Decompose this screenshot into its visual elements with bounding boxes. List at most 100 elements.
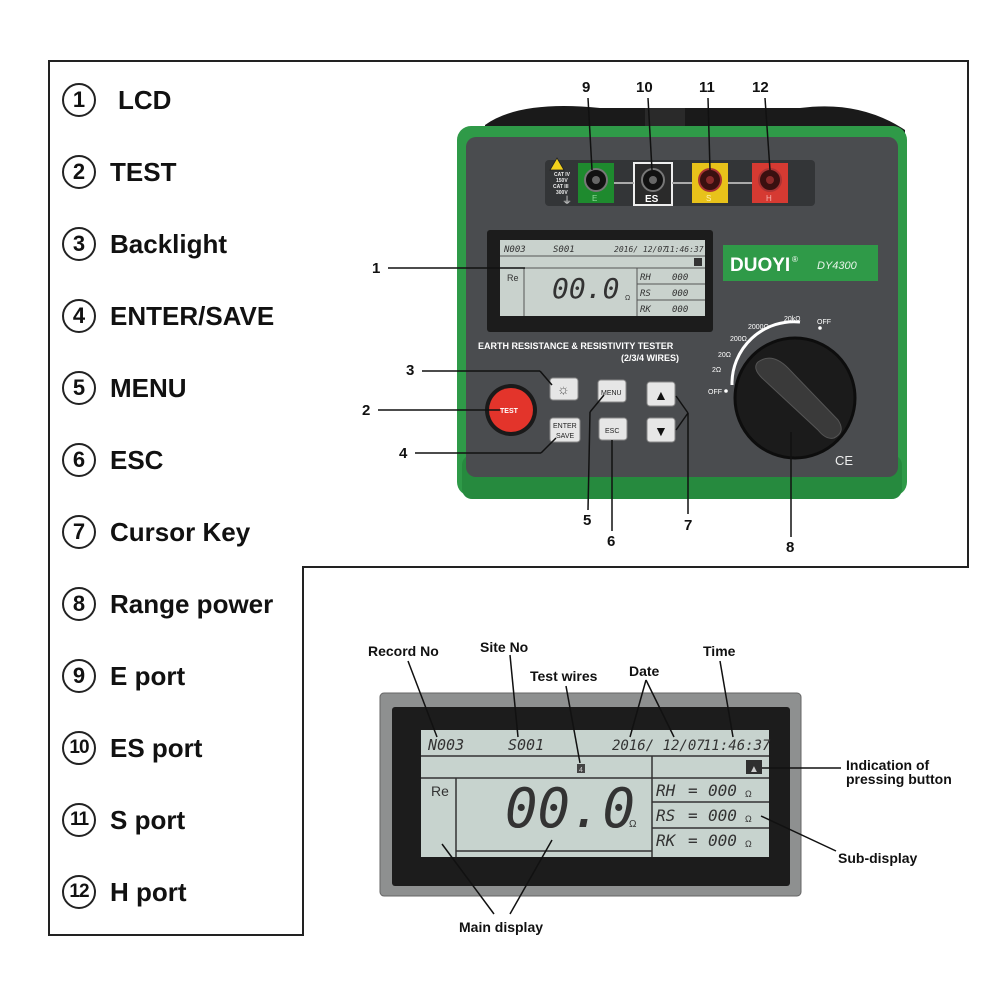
backlight-button[interactable] bbox=[549, 377, 579, 401]
legend-item: 12 H port bbox=[62, 872, 187, 912]
model-name: DY4300 bbox=[817, 260, 858, 272]
small-lcd-site: S001 bbox=[553, 245, 575, 255]
main-display-line bbox=[441, 843, 495, 915]
callout-3-line bbox=[539, 370, 553, 386]
callout-10-line bbox=[647, 97, 653, 171]
date-line bbox=[629, 679, 647, 738]
up-arrow-icon: ▲ bbox=[654, 387, 668, 403]
esc-button[interactable] bbox=[598, 417, 628, 441]
callout-1: 1 bbox=[372, 260, 380, 277]
legend-label: TEST bbox=[110, 156, 177, 187]
dial-label-off-2: OFF bbox=[817, 319, 831, 326]
small-lcd-sub-label: RS bbox=[640, 289, 651, 299]
esc-button-label: ESC bbox=[605, 428, 619, 435]
test-button-label: TEST bbox=[500, 408, 519, 415]
ground-icon: ⏚ bbox=[562, 195, 572, 207]
legend-item: 4 ENTER/SAVE bbox=[62, 296, 274, 336]
device-title-line2: (2/3/4 WIRES) bbox=[621, 353, 679, 363]
warning-text: CAT III bbox=[553, 184, 569, 190]
small-lcd-sub-value: 000 bbox=[672, 273, 688, 283]
main-display-line bbox=[509, 839, 553, 915]
frame-left-line bbox=[48, 60, 50, 936]
ce-mark: CE bbox=[835, 453, 853, 468]
port-h-hole bbox=[766, 176, 774, 184]
large-lcd-sub-eq: = bbox=[688, 806, 698, 825]
legend-number: 3 bbox=[62, 227, 96, 261]
legend-number: 9 bbox=[62, 659, 96, 693]
legend-number: 6 bbox=[62, 443, 96, 477]
large-lcd-main-unit: Ω bbox=[629, 819, 637, 830]
brand-plate bbox=[723, 245, 878, 281]
callout-4: 4 bbox=[399, 445, 408, 462]
large-lcd-sub-value: 000 bbox=[708, 806, 737, 825]
callout-11: 11 bbox=[699, 79, 715, 96]
brand-name: DUOYI bbox=[730, 255, 790, 276]
frame-divider-vertical bbox=[302, 568, 304, 936]
legend-number: 4 bbox=[62, 299, 96, 333]
frame-bottom-line bbox=[48, 934, 304, 936]
callout-3: 3 bbox=[406, 362, 414, 379]
large-lcd-sub-label: RH bbox=[656, 781, 676, 800]
callout-7-line bbox=[675, 395, 689, 414]
legend-item: 2 TEST bbox=[62, 152, 176, 192]
large-lcd-sub-label: RS bbox=[656, 806, 675, 825]
frame-divider-horizontal bbox=[302, 566, 969, 568]
callout-5-line bbox=[587, 411, 591, 511]
test-button[interactable] bbox=[489, 388, 533, 432]
menu-button[interactable] bbox=[597, 379, 627, 403]
down-arrow-icon: ▼ bbox=[654, 423, 668, 439]
large-lcd-sub-value: 000 bbox=[708, 781, 737, 800]
small-lcd-mode: Re bbox=[507, 273, 519, 283]
warning-text: 300V bbox=[556, 190, 568, 196]
small-lcd-time: 11:46:37 bbox=[665, 245, 704, 254]
legend-label: MENU bbox=[110, 372, 187, 403]
enter-save-button[interactable] bbox=[549, 417, 581, 443]
test-wires-line bbox=[565, 685, 581, 764]
large-lcd-date: 2016/ 12/07 bbox=[612, 738, 705, 754]
legend-number: 1 bbox=[62, 83, 96, 117]
cursor-down-button[interactable] bbox=[646, 417, 676, 443]
callout-7-line bbox=[675, 412, 689, 431]
callout-6: 6 bbox=[607, 533, 615, 550]
port-es-letter: ES bbox=[645, 194, 659, 205]
time-line bbox=[719, 660, 734, 738]
port-es-hole bbox=[649, 176, 657, 184]
legend-item: 10 ES port bbox=[62, 728, 202, 768]
large-lcd-site: S001 bbox=[508, 736, 544, 754]
legend-number: 8 bbox=[62, 587, 96, 621]
dial-label-200: 200Ω bbox=[730, 336, 747, 343]
brand-mark: ® bbox=[792, 255, 798, 264]
legend-item: 8 Range power bbox=[62, 584, 273, 624]
dial-label-20k: 20kΩ bbox=[784, 316, 801, 323]
annotation-main-display: Main display bbox=[459, 919, 544, 935]
large-lcd-pressing-icon: ▲ bbox=[749, 764, 759, 775]
legend-label: ESC bbox=[110, 444, 164, 475]
dial-label-off: OFF bbox=[708, 389, 722, 396]
dial-dot bbox=[724, 389, 728, 393]
callout-5-line bbox=[589, 394, 605, 413]
legend-item: 3 Backlight bbox=[62, 224, 227, 264]
small-lcd-sub-value: 000 bbox=[672, 305, 688, 315]
dial-pointer bbox=[755, 357, 842, 439]
legend-number: 5 bbox=[62, 371, 96, 405]
legend-number: 10 bbox=[62, 731, 96, 765]
legend-item: 5 MENU bbox=[62, 368, 187, 408]
legend-item: 7 Cursor Key bbox=[62, 512, 250, 552]
annotation-time: Time bbox=[703, 643, 736, 659]
callout-4-line bbox=[540, 437, 557, 454]
large-lcd-sub-value: 000 bbox=[708, 831, 737, 850]
device-title-line1: EARTH RESISTANCE & RESISTIVITY TESTER bbox=[478, 341, 674, 351]
large-lcd-pressing-indicator bbox=[746, 760, 762, 774]
callout-11-line bbox=[707, 97, 711, 171]
large-lcd-sub-eq: = bbox=[688, 781, 698, 800]
dial-label-2000: 2000Ω bbox=[748, 324, 769, 331]
small-lcd-pressing-icon bbox=[694, 258, 702, 266]
small-lcd-main-value: 00.0 bbox=[552, 272, 619, 305]
cursor-up-button[interactable] bbox=[646, 381, 676, 407]
port-s-letter: S bbox=[706, 194, 711, 203]
annotation-record-no: Record No bbox=[368, 643, 439, 659]
record-no-line bbox=[407, 660, 438, 738]
frame-top-line bbox=[48, 60, 969, 62]
date-line bbox=[645, 679, 675, 738]
legend-label: LCD bbox=[118, 84, 172, 115]
